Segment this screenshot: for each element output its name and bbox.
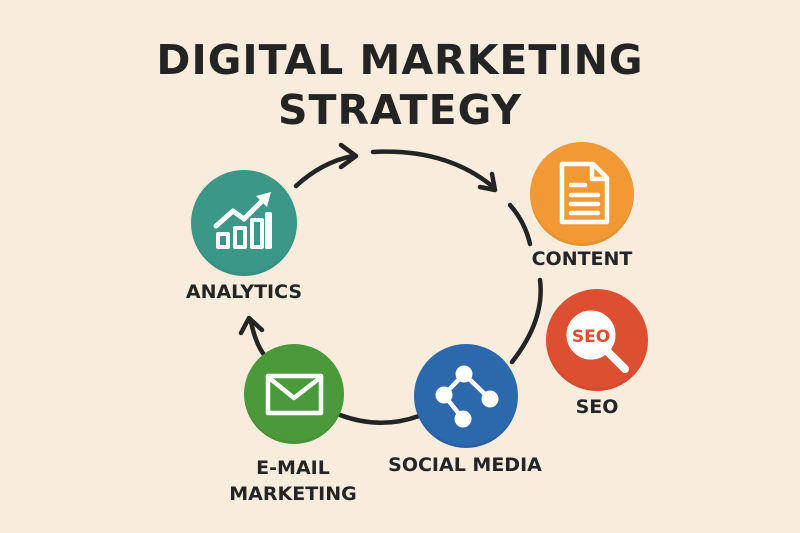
- content-node: [530, 142, 634, 246]
- social-media-label: SOCIAL MEDIA: [388, 454, 542, 476]
- connector-analytics-to-top: [293, 153, 356, 189]
- share-network-icon: [435, 365, 499, 428]
- magnifier-icon: SEO: [566, 310, 629, 373]
- arrowhead-top-left: [338, 142, 359, 170]
- content-label: CONTENT: [531, 248, 633, 270]
- envelope-icon: [265, 373, 324, 416]
- document-icon: [559, 161, 610, 225]
- connector-social-to-email: [337, 412, 422, 425]
- connector-top-to-content: [370, 149, 495, 189]
- connector-content-to-social: [509, 277, 543, 365]
- arrowhead-top-right: [477, 171, 498, 193]
- diagram-title-line-1: DIGITAL MARKETING: [156, 36, 644, 84]
- social-media-node: [414, 344, 518, 448]
- seo-icon-text: SEO: [572, 327, 610, 347]
- email-marketing-label-line-1: E-MAIL: [256, 457, 330, 479]
- diagram-title-line-2: STRATEGY: [277, 86, 523, 134]
- arrowhead-left: [238, 315, 265, 336]
- analytics-node: [191, 170, 297, 276]
- email-marketing-label-line-2: MARKETING: [229, 483, 357, 505]
- analytics-label: ANALYTICS: [185, 281, 303, 303]
- connector-content-to-seo: [507, 202, 533, 247]
- seo-label: SEO: [575, 396, 619, 418]
- seo-node: SEO: [546, 289, 648, 391]
- growth-chart-icon: [213, 192, 272, 249]
- email-marketing-node: [244, 344, 344, 444]
